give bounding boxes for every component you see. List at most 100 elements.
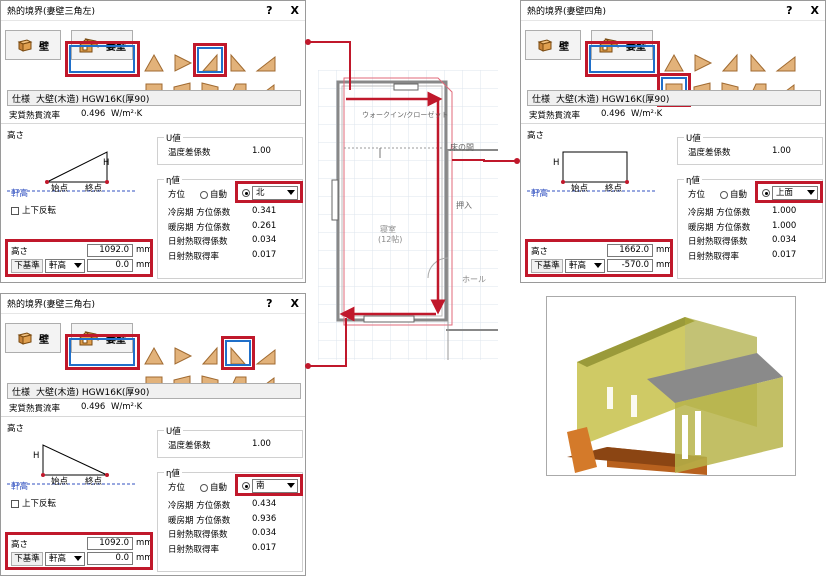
direction-select[interactable]: 南 (252, 479, 298, 493)
height-group-title: 高さ (527, 131, 545, 141)
temp-label: 温度差係数 (688, 148, 731, 158)
auto-radio[interactable]: 自動 (200, 188, 227, 200)
temp-value: 1.00 (252, 146, 271, 156)
manual-radio[interactable] (762, 189, 770, 197)
help-button[interactable]: ? (786, 4, 793, 17)
base-button[interactable]: 下基準 (531, 259, 563, 273)
flip-checkbox-box[interactable] (11, 206, 19, 215)
end-label: 終点 (605, 184, 623, 194)
eave-label: 軒高 (11, 482, 29, 492)
gable-shape-icon[interactable] (775, 51, 797, 73)
wall-button-label: 壁 (559, 41, 569, 53)
height-input[interactable]: 1662.0 (607, 244, 653, 257)
highlight-shape-button (193, 43, 227, 77)
gable-shape-icon[interactable] (143, 51, 165, 73)
gable-shape-icon[interactable] (255, 51, 277, 73)
offset-input[interactable]: -570.0 (607, 259, 653, 272)
height-group: 高さ H 軒高 始点 終点 上下反転 (5, 131, 153, 236)
base-select[interactable]: 軒高 (45, 552, 85, 566)
auto-radio-dot[interactable] (200, 483, 208, 492)
base-select[interactable]: 軒高 (565, 259, 605, 273)
divider (1, 123, 305, 124)
temp-value: 1.00 (772, 146, 791, 156)
base-button[interactable]: 下基準 (11, 259, 43, 273)
close-button[interactable]: X (810, 4, 819, 17)
height-input[interactable]: 1092.0 (87, 537, 133, 550)
dir-label: 方位 (688, 190, 706, 200)
auto-label: 自動 (210, 190, 228, 200)
eta-value-group: η値 方位 自動 北 冷房期 方位係数 0.341 暖房期 方位係数 0.261… (157, 174, 303, 279)
solar-rate-label: 日射熱取得率 (168, 252, 220, 262)
spec-button[interactable]: 仕様 大壁(木造) HGW16K(厚90) (7, 383, 301, 399)
3d-model-render (547, 297, 795, 475)
dialog-gable-rectangle: 熱的境界(妻壁四角) ?X 壁 妻壁 仕様 大壁(木造) HGW16K(厚90)… (520, 0, 826, 283)
gable-shape-icon[interactable] (663, 51, 685, 73)
gable-shape-icon[interactable] (691, 51, 713, 73)
eta-group-title: η値 (684, 174, 702, 186)
direction-select[interactable]: 上面 (772, 186, 818, 200)
3d-view[interactable] (546, 296, 796, 476)
gable-shape-icon[interactable] (171, 51, 193, 73)
wall-button[interactable]: 壁 (5, 30, 61, 60)
height-input[interactable]: 1092.0 (87, 244, 133, 257)
auto-radio[interactable]: 自動 (200, 481, 227, 493)
cool-value: 0.341 (252, 206, 277, 216)
wall-block-icon (17, 332, 33, 345)
h-mark: H (553, 158, 560, 168)
highlight-direction (235, 474, 303, 496)
direction-select[interactable]: 北 (252, 186, 298, 200)
close-button[interactable]: X (290, 4, 299, 17)
spec-button[interactable]: 仕様 大壁(木造) HGW16K(厚90) (527, 90, 821, 106)
manual-radio[interactable] (242, 482, 250, 490)
offset-input[interactable]: 0.0 (87, 552, 133, 565)
solar-label: 日射熱取得係数 (688, 237, 748, 247)
eta-group-title: η値 (164, 174, 182, 186)
gable-shape-icon[interactable] (227, 51, 249, 73)
floor-plan[interactable]: ウォークイン/クローゼット 床の間 押入 寝室 (12帖) ホール (318, 70, 498, 360)
offset-unit: mm (136, 553, 153, 563)
height-group: 高さ H 軒高 始点 終点 (525, 131, 673, 236)
heat-label: 暖房期 方位係数 (168, 516, 231, 526)
end-label: 終点 (85, 184, 103, 194)
wall-button[interactable]: 壁 (525, 30, 581, 60)
close-button[interactable]: X (290, 297, 299, 310)
gable-button-label: 妻壁 (106, 334, 126, 346)
gable-shape-icon[interactable] (143, 344, 165, 366)
flip-checkbox[interactable]: 上下反転 (11, 204, 56, 216)
gable-shape-icon[interactable] (747, 51, 769, 73)
gable-shape-icon[interactable] (199, 344, 221, 366)
gable-shape-icon[interactable] (719, 51, 741, 73)
height-label: 高さ (11, 247, 29, 257)
highlight-gable-button (65, 334, 140, 370)
help-button[interactable]: ? (266, 4, 273, 17)
dir-label: 方位 (168, 483, 186, 493)
rate-label: 実質熱貫流率 (9, 404, 61, 414)
room-toko: 床の間 (450, 143, 474, 152)
highlight-direction (235, 181, 303, 203)
auto-radio-dot[interactable] (720, 190, 728, 199)
wall-button[interactable]: 壁 (5, 323, 61, 353)
highlight-height-fields (5, 532, 153, 570)
base-button[interactable]: 下基準 (11, 552, 43, 566)
rate-unit: W/m²·K (111, 402, 143, 412)
wall-button-label: 壁 (39, 334, 49, 346)
h-mark: H (103, 158, 110, 168)
rate-label: 実質熱貫流率 (529, 111, 581, 121)
flip-checkbox-box[interactable] (11, 499, 19, 508)
help-button[interactable]: ? (266, 297, 273, 310)
auto-radio[interactable]: 自動 (720, 188, 747, 200)
height-unit: mm (656, 245, 673, 255)
gable-shape-icon[interactable] (255, 344, 277, 366)
spec-button[interactable]: 仕様 大壁(木造) HGW16K(厚90) (7, 90, 301, 106)
base-select[interactable]: 軒高 (45, 259, 85, 273)
manual-radio[interactable] (242, 189, 250, 197)
highlight-shape-button (221, 336, 255, 370)
flip-checkbox[interactable]: 上下反転 (11, 497, 56, 509)
height-diagram (7, 151, 137, 192)
highlight-direction (755, 181, 823, 203)
selected-gable-button (69, 45, 135, 73)
temp-label: 温度差係数 (168, 441, 211, 451)
gable-shape-icon[interactable] (171, 344, 193, 366)
auto-radio-dot[interactable] (200, 190, 208, 199)
offset-input[interactable]: 0.0 (87, 259, 133, 272)
